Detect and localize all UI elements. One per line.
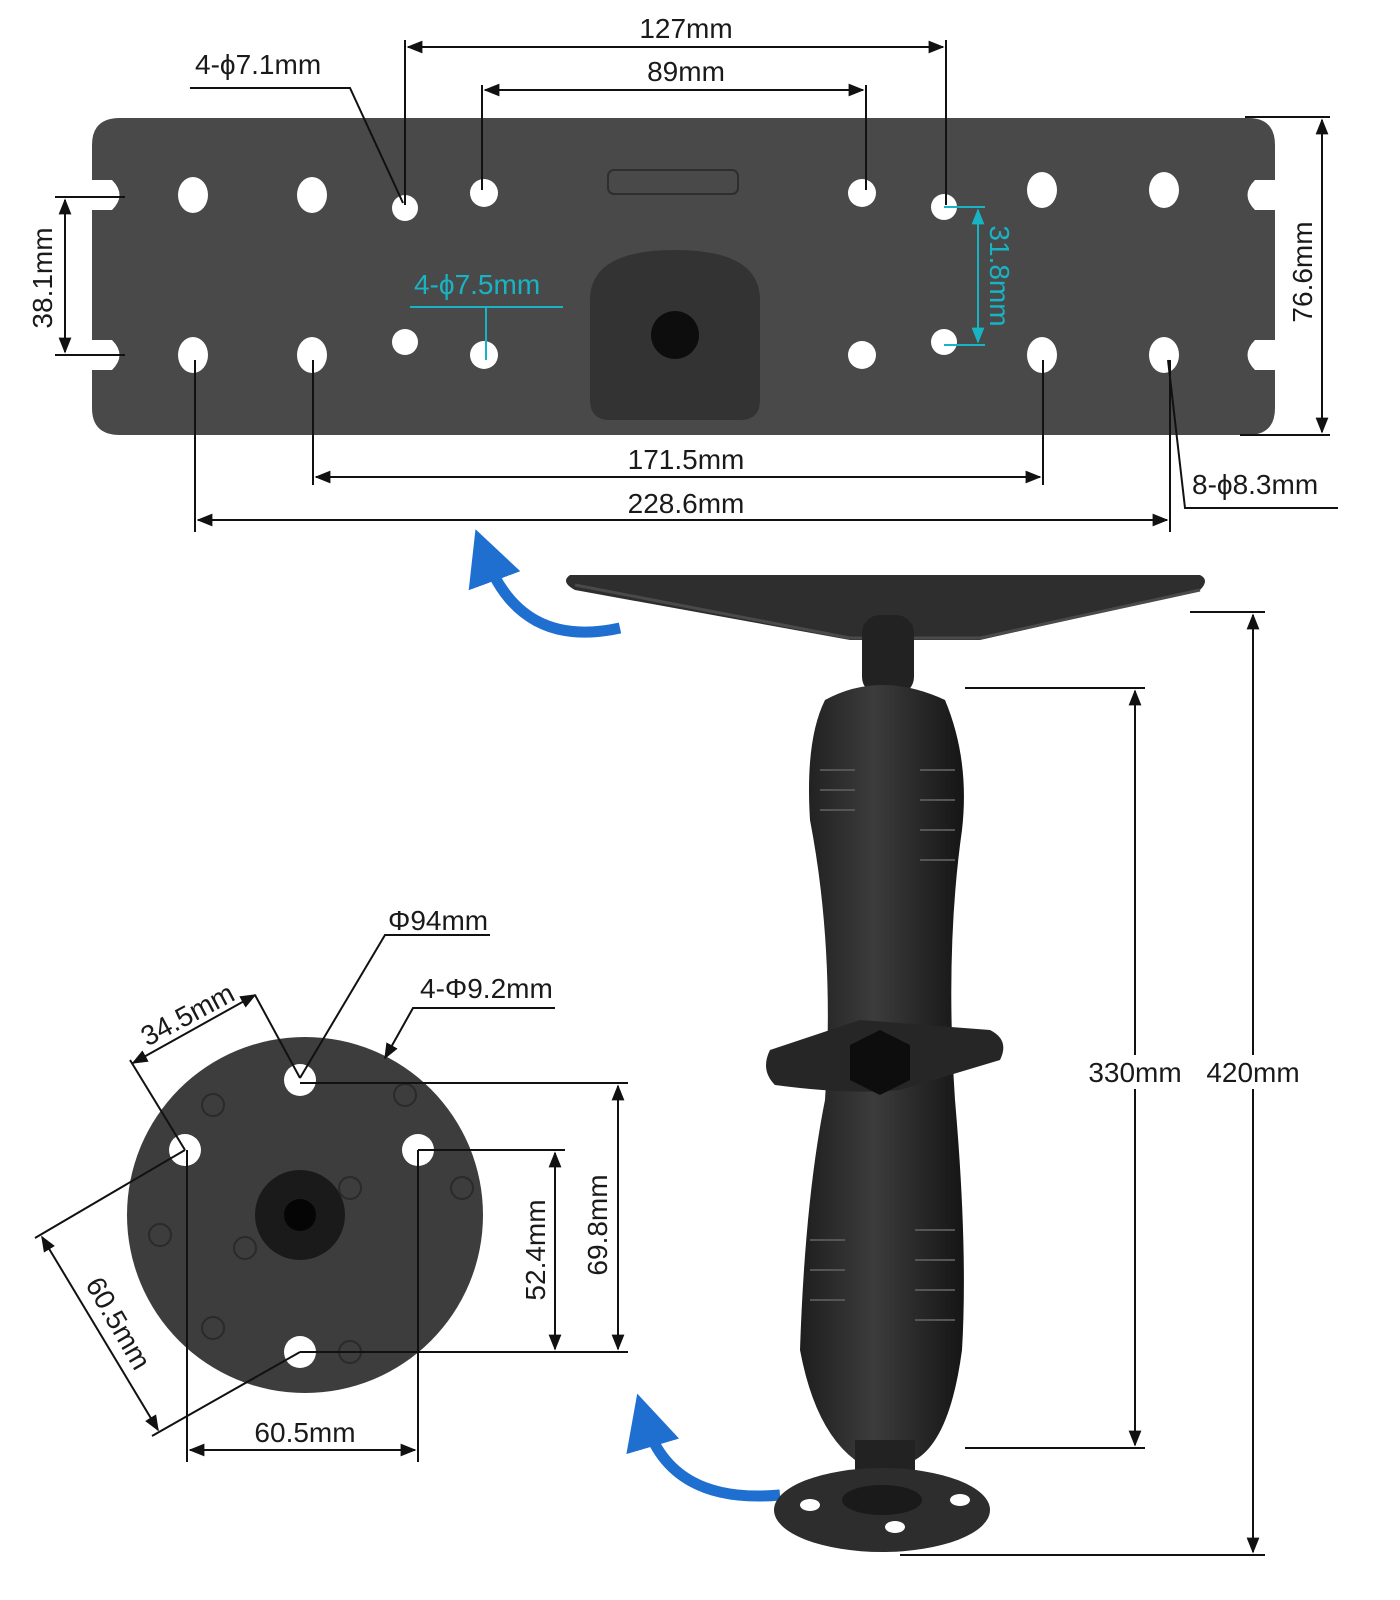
rotate-arrow-icon	[468, 529, 622, 638]
dim-330mm: 330mm	[1088, 1057, 1181, 1088]
dim-hole-9-2: 4-Φ9.2mm	[420, 973, 553, 1004]
dim-52-4mm: 52.4mm	[520, 1199, 551, 1300]
rotate-arrow-icon	[626, 1393, 781, 1502]
plate-holes	[178, 172, 1179, 373]
dim-171-5mm: 171.5mm	[628, 444, 745, 475]
dim-228-6mm: 228.6mm	[628, 488, 745, 519]
dim-420mm: 420mm	[1206, 1057, 1299, 1088]
dim-60-5mm-horizontal: 60.5mm	[254, 1417, 355, 1448]
dim-hole-8-3: 8-ϕ8.3mm	[1192, 469, 1318, 500]
plate-dimensions: 127mm 89mm 4-ϕ7.1mm 38.1mm 76.6mm 31.8mm…	[27, 13, 1338, 532]
dim-89mm: 89mm	[647, 56, 725, 87]
logo-badge	[607, 169, 739, 195]
dim-34-5mm: 34.5mm	[136, 977, 240, 1052]
dim-hole-7-5: 4-ϕ7.5mm	[414, 269, 540, 300]
dim-127mm: 127mm	[639, 13, 732, 44]
mount-dimensions: 330mm 420mm	[900, 611, 1303, 1556]
dim-hole-7-1: 4-ϕ7.1mm	[195, 49, 321, 80]
mount-product	[566, 575, 1205, 1552]
dim-38-1mm: 38.1mm	[27, 227, 58, 328]
dim-76-6mm: 76.6mm	[1287, 221, 1318, 322]
top-plate	[92, 118, 1275, 435]
round-base	[127, 1037, 483, 1393]
dim-phi94mm: Φ94mm	[388, 905, 488, 936]
dim-69-8mm: 69.8mm	[582, 1174, 613, 1275]
dim-31-8mm: 31.8mm	[984, 225, 1015, 326]
